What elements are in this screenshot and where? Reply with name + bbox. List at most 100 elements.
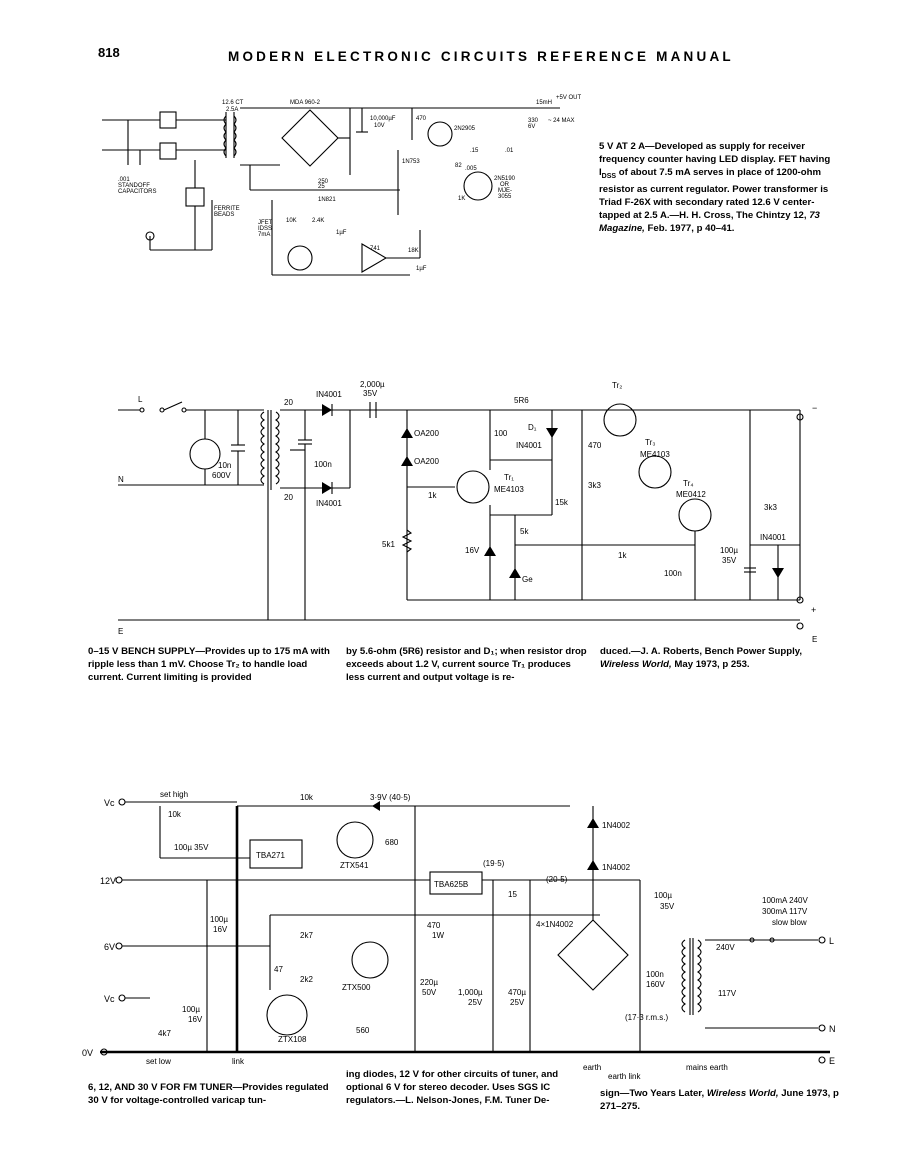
out-minus: −: [812, 403, 817, 413]
oa200-b: OA200: [414, 457, 439, 466]
vc-plus: Vc: [104, 798, 115, 808]
c250-voltage: 25: [318, 184, 325, 190]
vrms: (17·3 r.m.s.): [625, 1013, 668, 1022]
caption-fm-col2: ing diodes, 12 V for other circuits of t…: [346, 1069, 559, 1106]
v117: 117V: [718, 989, 737, 998]
output-current: ~ 24 MAX: [548, 118, 575, 124]
r82-label: 82: [455, 163, 462, 169]
zener-label: 1N753: [402, 159, 420, 165]
c330-label: 330: [528, 118, 539, 124]
d4002-b: 1N4002: [602, 863, 631, 872]
c1000: 1,000µ: [458, 988, 483, 997]
cap-main-v: 35V: [363, 389, 378, 398]
ferrite-beads-label: BEADS: [214, 212, 234, 218]
d1-label: D₁: [528, 423, 537, 432]
caption-bench-col1: 0–15 V BENCH SUPPLY—Provides up to 175 m…: [88, 646, 330, 683]
running-head: MODERN ELECTRONIC CIRCUITS REFERENCE MAN…: [228, 49, 734, 64]
r3k3-b-label: 3k3: [764, 503, 777, 512]
r1k-b-label: 1k: [618, 551, 627, 560]
mains-N: N: [829, 1024, 836, 1034]
c220v: 50V: [422, 988, 437, 997]
dout-label: IN4001: [760, 533, 786, 542]
r470-label: 470: [416, 116, 427, 122]
ferrite-label: FERRITE: [214, 206, 240, 212]
caption-source: 73 Magazine,: [599, 209, 820, 234]
v205-label: (20·5): [546, 875, 568, 884]
link-label: link: [232, 1057, 245, 1066]
tr1-part: ME4103: [494, 485, 524, 494]
tr-ztx108: ZTX108: [278, 1035, 307, 1044]
caption-sub: DSS: [601, 172, 617, 180]
r680-label: 680: [385, 838, 399, 847]
r1k-label: 1K: [458, 196, 465, 202]
cap-main-voltage: 10V: [374, 123, 385, 129]
idss-value: 7mA: [258, 232, 270, 238]
r10k-b: 10k: [300, 793, 314, 802]
r5r6-label: 5R6: [514, 396, 529, 405]
r470-w: 1W: [432, 931, 444, 940]
tr4-part: ME0412: [676, 490, 706, 499]
caption-bench-col3-text: duced.—J. A. Roberts, Bench Power Supply…: [600, 646, 803, 657]
fuse-2: 300mA 117V: [762, 907, 808, 916]
r5k1-label: 5k1: [382, 540, 395, 549]
v240: 240V: [716, 943, 735, 952]
ic-tba271: TBA271: [256, 851, 285, 860]
transformer-label: 12.6 CT: [222, 100, 244, 106]
q2-label-d: 3055: [498, 194, 512, 200]
earth-link-label: earth link: [608, 1072, 641, 1081]
c100n: 100n: [646, 970, 664, 979]
c470v: 25V: [510, 998, 525, 1007]
mains-E: E: [829, 1056, 835, 1066]
d821-label: 1N821: [318, 197, 336, 203]
c1uf-label: 1µF: [336, 230, 347, 236]
r100-label: 100: [494, 429, 508, 438]
input-section: .001 STANDOFF CAPACITORS FERRITE BEADS: [102, 111, 240, 251]
r1k-label: 1k: [428, 491, 437, 500]
page-number: 818: [98, 45, 120, 60]
c100u-c: 100µ: [182, 1005, 200, 1014]
terminal-L: L: [138, 395, 143, 404]
c100u-label: 100µ: [720, 546, 738, 555]
tr3-part: ME4103: [640, 450, 670, 459]
tr1-label: Tr₁: [504, 473, 514, 482]
r470-label: 470: [427, 921, 441, 930]
fuse-1: 100mA 240V: [762, 896, 808, 905]
earth-label: earth: [583, 1063, 601, 1072]
idss-label: IDSS: [258, 226, 272, 232]
caption-fm-col3: sign—Two Years Later, Wireless World, Ju…: [600, 1087, 840, 1113]
set-low: set low: [146, 1057, 171, 1066]
caption-fm-col3-tail: June 1973, p 271–275.: [600, 1088, 839, 1112]
r15-label: 15: [508, 890, 517, 899]
r47: 47: [274, 965, 283, 974]
earth-E-right: E: [812, 635, 817, 644]
r24k-label: 2.4K: [312, 218, 324, 224]
c100u16: 100µ: [210, 915, 228, 924]
caption-bench-col3-italic: Wireless World,: [600, 659, 672, 670]
choke-label: 15mH: [536, 100, 552, 106]
r2k7: 2k7: [300, 931, 313, 940]
transformer-rating: 2.5A: [226, 107, 238, 113]
r18k-label: 18K: [408, 248, 419, 254]
c1000v: 25V: [468, 998, 483, 1007]
caption-bench-col3-tail: May 1973, p 253.: [671, 659, 750, 670]
d-bot-label: IN4001: [316, 499, 342, 508]
z39-label: 3·9V (40·5): [370, 793, 411, 802]
mains-earth-label: mains earth: [686, 1063, 728, 1072]
caption-title: 5 V AT 2 A—: [599, 141, 655, 152]
z16-label: 16V: [465, 546, 480, 555]
r10k-a: 10k: [168, 810, 182, 819]
d4002-a: 1N4002: [602, 821, 631, 830]
note-standoff: STANDOFF: [118, 183, 150, 189]
r4k7: 4k7: [158, 1029, 171, 1038]
r15k-label: 15k: [555, 498, 569, 507]
bridge-label: MDA 960-2: [290, 100, 321, 106]
v12-label: 12V: [100, 876, 116, 886]
v6: 6V: [104, 942, 115, 952]
c330-voltage: 6V: [528, 124, 535, 130]
q1-label: 2N2905: [454, 126, 476, 132]
cap-main: 2,000µ: [360, 380, 385, 389]
tr-ztx500: ZTX500: [342, 983, 371, 992]
tr3-label: Tr₃: [645, 438, 656, 447]
caption-bench-col3: duced.—J. A. Roberts, Bench Power Supply…: [600, 645, 840, 671]
